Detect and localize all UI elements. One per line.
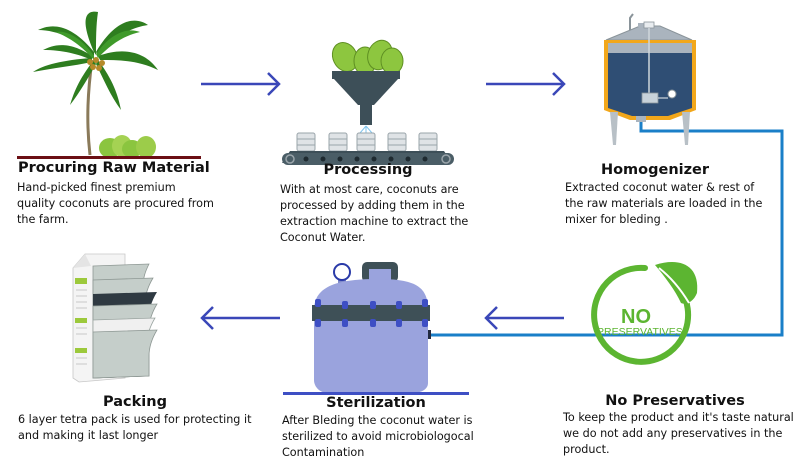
step-title-processing: Processing [323,162,413,178]
step-title-no-preservatives: No Preservatives [605,393,745,409]
badge-text-preservatives: PRESERVATIVES [597,326,683,338]
arrow-right-icon [486,72,566,96]
sterilizer-vessel-icon [312,262,431,393]
funnel-conveyor-icon [282,39,454,165]
mixing-tank-icon [604,13,696,145]
badge-text-no: NO [621,306,651,328]
arrow-left-icon [484,306,564,330]
ground-line-procuring [17,156,201,159]
step-description-no-preservatives: To keep the product and it's taste natur… [563,411,794,456]
step-description-sterilization: After Bleding the coconut water is steri… [282,414,474,459]
step-description-procuring: Hand-picked finest premium quality cocon… [17,181,214,226]
step-description-homogenizer: Extracted coconut water & rest of the ra… [565,181,763,226]
no-preservatives-badge-icon: NO PRESERVATIVES [591,262,698,365]
step-description-processing: With at most care, coconuts are processe… [280,183,469,244]
step-title-procuring: Procuring Raw Material [18,160,210,176]
step-title-sterilization: Sterilization [326,395,426,411]
ground-line-sterilization [283,392,469,395]
coconut-tree-icon [33,11,158,158]
tetra-pack-layers-icon [72,253,158,383]
step-title-homogenizer: Homogenizer [600,162,710,178]
arrow-left-icon [200,306,280,330]
step-title-packing: Packing [103,394,167,410]
step-description-packing: 6 layer tetra pack is used for protectin… [18,413,252,442]
arrow-right-icon [201,72,281,96]
